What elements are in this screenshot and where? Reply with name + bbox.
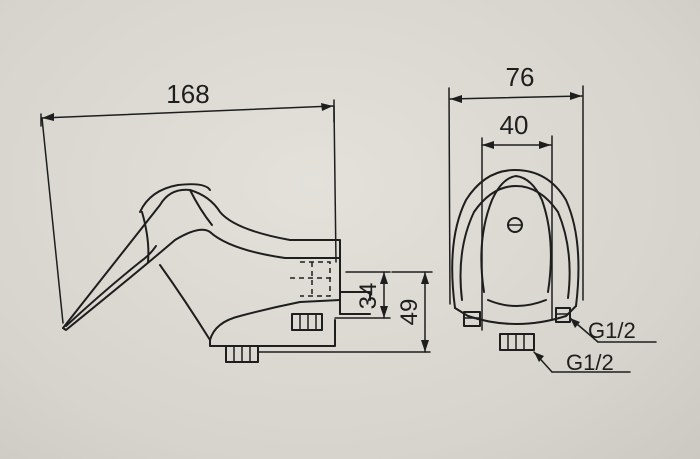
dim-label-168: 168 [166,79,209,109]
dimension-168: 168 [40,79,335,127]
dimension-76: 76 [448,62,584,305]
dimension-49: 49 [391,271,433,353]
side-view: 168 [40,79,433,363]
dim-label-34: 34 [355,283,382,310]
lever-handle [62,183,341,331]
dimension-40: 40 [481,110,553,331]
side-fitting-front [225,345,259,363]
dim-label-40: 40 [500,110,529,140]
thread-label-upper: G1/2 [588,318,636,343]
side-fitting-rear [291,313,323,331]
leader-upper [569,317,657,343]
dim-label-76: 76 [506,62,535,92]
knob-circle [507,217,523,233]
front-body [451,169,580,325]
front-fitting-bottom [499,333,535,351]
dimension-34: 34 [334,271,391,319]
mixer-body [159,257,371,347]
leader-lower [533,351,631,373]
front-fitting-left [463,311,481,327]
dim-label-49: 49 [396,299,423,326]
thread-label-lower: G1/2 [566,350,614,375]
front-fitting-right [555,307,571,323]
front-view: 76 40 [448,62,657,375]
